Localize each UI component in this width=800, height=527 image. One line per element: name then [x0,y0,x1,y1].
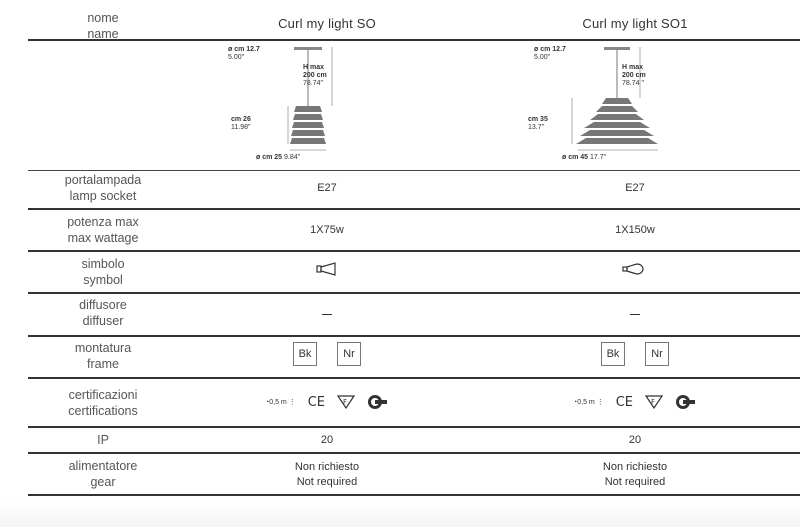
label-en: name [87,27,119,41]
cert-icons-2: ◔0,5 m ⋮ CE F [496,394,774,410]
socket-label: portalampada lamp socket [28,172,178,204]
label-en: symbol [83,273,123,287]
divider [28,208,800,210]
gear-value-1: Non richiesto Not required [188,460,466,490]
label-it: portalampada [64,173,142,187]
gear-text-it: Non richiesto [602,461,668,473]
bulb-icon [622,263,644,275]
reflector-bulb-icon [316,262,336,276]
distance-icon: ◔0,5 m ⋮ [265,399,296,406]
socket-value-2: E27 [625,182,645,194]
pct-mark-icon [368,395,387,409]
symbol-cell-2 [496,262,774,279]
divider [28,292,800,294]
dash-icon [630,313,640,315]
f-mark-icon: F [645,395,663,409]
label-text: IP [97,433,109,447]
product-name-1: Curl my light SO [278,16,376,31]
gear-text-it: Non richiesto [294,461,360,473]
label-en: gear [90,475,116,489]
socket-value-1: E27 [317,182,337,194]
lamp-diagram-1 [287,47,333,151]
divider [28,335,800,337]
distance-icon: ◔0,5 m ⋮ [573,399,604,406]
diam-bottom-2: ø cm 45 17.7" [562,154,607,161]
pct-mark-icon [676,395,695,409]
label-it: potenza max [67,215,139,229]
diffuser-label: diffusore diffuser [28,297,178,329]
label-en: diffuser [82,314,124,328]
bottom-fade [0,500,800,527]
label-en: certifications [68,404,138,418]
divider [28,377,800,379]
divider [28,170,800,171]
label-it: alimentatore [68,459,138,473]
divider [28,452,800,454]
wattage-label: potenza max max wattage [28,214,178,246]
wattage-value-1: 1X75w [310,224,344,236]
label-en: max wattage [67,231,139,245]
gear-value-2: Non richiesto Not required [496,460,774,490]
f-mark-icon: F [337,395,355,409]
gear-text-en: Not required [604,476,666,488]
ce-icon: CE [615,394,633,410]
frame-option-bk: Bk [293,342,317,366]
lamp-diagram-2 [571,47,658,151]
divider [28,494,800,496]
divider [28,39,800,41]
label-it: nome [87,11,119,25]
label-it: diffusore [79,298,127,312]
dash-icon [322,313,332,315]
divider [28,250,800,252]
svg-text:F: F [343,398,347,406]
frame-options-2: Bk Nr [496,342,774,366]
symbol-cell-1 [188,262,466,279]
diffuser-value-2 [496,308,774,320]
wattage-value-2: 1X150w [615,224,655,236]
header-label: nome name [28,10,178,42]
ip-value-1: 20 [320,434,334,446]
svg-text:F: F [651,398,655,406]
label-it: certificazioni [68,388,138,402]
frame-option-nr: Nr [337,342,361,366]
symbol-label: simbolo symbol [28,256,178,288]
label-en: frame [87,357,119,371]
cert-label: certificazioni certifications [28,387,178,419]
frame-label: montatura frame [28,340,178,372]
diam-bottom-1: ø cm 25 9.84" [256,154,301,161]
frame-options-1: Bk Nr [188,342,466,366]
label-it: montatura [74,341,132,355]
gear-text-en: Not required [296,476,358,488]
divider [28,426,800,428]
product-name-2: Curl my light SO1 [582,16,688,31]
ip-value-2: 20 [628,434,642,446]
label-it: simbolo [81,257,125,271]
ce-icon: CE [307,394,325,410]
label-en: lamp socket [69,189,137,203]
cert-icons-1: ◔0,5 m ⋮ CE F [188,394,466,410]
frame-option-nr: Nr [645,342,669,366]
ip-label: IP [28,432,178,448]
frame-option-bk: Bk [601,342,625,366]
diffuser-value-1 [188,308,466,320]
gear-label: alimentatore gear [28,458,178,490]
